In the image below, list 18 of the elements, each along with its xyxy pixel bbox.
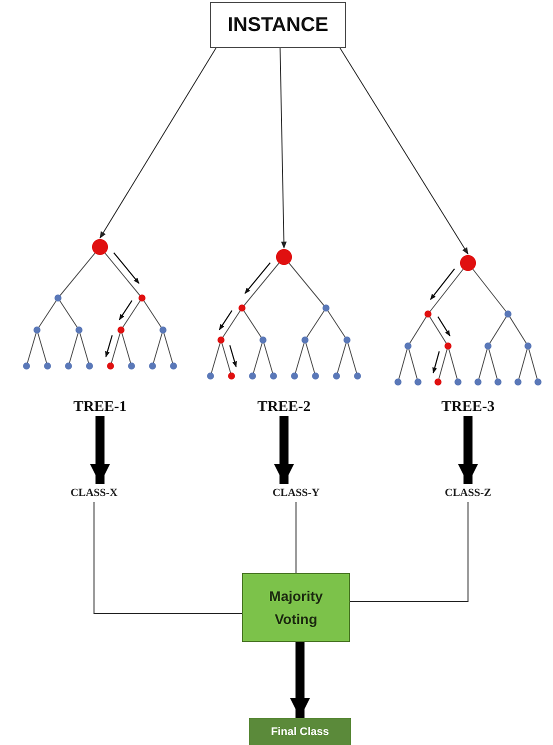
process-box: Majority Voting xyxy=(242,573,350,642)
process-box: INSTANCE xyxy=(210,2,346,48)
tree-label: TREE-2 xyxy=(257,399,311,416)
thick-arrow xyxy=(90,416,110,484)
class-label: CLASS-Y xyxy=(256,484,336,502)
thick-arrow xyxy=(458,416,478,484)
connector-line xyxy=(94,502,242,614)
arrow xyxy=(280,48,287,249)
class-label: CLASS-Z xyxy=(426,484,510,502)
tree-label: TREE-3 xyxy=(441,399,495,416)
thick-arrow xyxy=(290,642,310,718)
arrow xyxy=(100,48,216,239)
arrow xyxy=(340,48,468,255)
connector-line xyxy=(350,502,468,602)
thick-arrow xyxy=(274,416,294,484)
result-box: Final Class xyxy=(249,718,351,745)
tree-label: TREE-1 xyxy=(73,399,127,416)
class-label: CLASS-X xyxy=(54,484,134,502)
